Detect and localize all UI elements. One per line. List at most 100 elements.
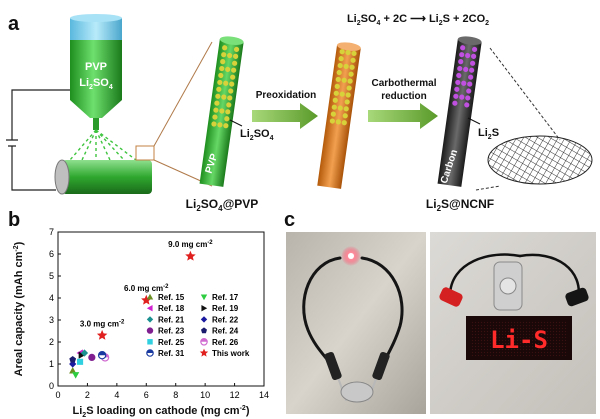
particle [333,90,339,96]
particle [471,46,478,53]
spinneret-cone [70,100,122,118]
particle [217,122,223,128]
particle [453,93,459,99]
particle [223,123,229,129]
particle [211,121,217,127]
y-tick-label: 3 [49,315,54,325]
particle [463,66,469,72]
particle [337,62,343,69]
y-tick-label: 6 [49,249,54,259]
spinneret-body [70,40,122,100]
legend-label: Ref. 24 [212,327,239,336]
particle [464,102,470,108]
particle [465,95,471,101]
particle [459,94,465,100]
legend-marker [201,305,208,312]
legend-label: Ref. 26 [212,338,239,347]
data-point [141,294,152,305]
data-point [77,358,84,365]
particle [218,72,224,79]
fiber3-end [457,36,482,45]
photo-badge-demo: Li-S [430,232,596,414]
product-label-li2so4-pvp: Li2SO4@PVP [186,197,259,213]
particle [215,93,221,99]
particle [232,53,239,59]
particle [338,56,344,62]
particle [461,80,467,86]
legend-marker [146,293,154,300]
electrospinning-setup: PVP Li2SO4 [6,14,155,195]
legend-label: Ref. 21 [158,315,185,324]
particle [330,111,336,117]
particle [337,105,343,111]
product-label-li2s-ncnf: Li2S@NCNF [426,197,494,213]
y-tick-label: 4 [49,293,54,303]
data-label: 6.0 mg cm-2 [124,284,169,293]
legend-marker [146,316,154,323]
particle [231,67,237,73]
data-point [80,349,89,357]
step1-label: Preoxidation [256,90,317,101]
particle [457,65,463,72]
legend-label: This work [212,349,250,358]
particle [456,72,462,79]
spinneret-solution-top [70,18,122,40]
particle [339,49,345,55]
x-tick-label: 8 [173,390,178,400]
particle [212,114,218,120]
plot-area [57,231,265,387]
legend-label: Ref. 15 [158,293,185,302]
legend-label: Ref. 25 [158,338,185,347]
particle [345,49,351,56]
particle [331,104,337,110]
particle [225,109,231,115]
led-bulb [348,253,354,259]
legend-marker [199,348,209,357]
particle [343,63,349,70]
particle [467,81,473,87]
fiber1-particle-label: Li2SO4 [240,128,274,142]
clip-black [565,287,589,307]
panel-label-a: a [8,13,20,35]
x-tick-label: 14 [259,390,269,400]
fiber3-particle-label: Li2S [478,127,499,141]
spinneret-needle [93,118,99,130]
particle [458,59,464,65]
legend-marker-fill [146,349,154,353]
x-tick-label: 6 [144,390,149,400]
particle [219,108,225,114]
badge-led-matrix [470,320,568,356]
clip-left [324,351,342,381]
particle [347,78,353,84]
particle [341,77,347,83]
particle [332,97,338,103]
particle [341,120,347,126]
particle [335,119,341,125]
x-tick-label: 2 [85,390,90,400]
fiber1-pointer [229,119,243,127]
particle [466,88,472,94]
x-tick-label: 0 [55,390,60,400]
y-tick-label: 1 [49,359,54,369]
legend-label: Ref. 23 [158,327,185,336]
chart-annotations: 3.0 mg cm-26.0 mg cm-29.0 mg cm-2 [80,240,213,328]
legend-marker [146,327,154,334]
particle [336,69,342,76]
arrow-preoxidation: Preoxidation [252,90,318,129]
particle [221,94,227,100]
particle [344,99,350,105]
particle [227,95,233,101]
particle [345,92,351,98]
particle [225,66,231,72]
particle [222,45,228,51]
particle [224,116,230,122]
y-tick-label: 0 [49,381,54,391]
particle [469,67,475,73]
legend-label: Ref. 19 [212,304,239,313]
legend-label: Ref. 31 [158,349,185,358]
coin-cell [499,277,517,295]
fiber-preoxidized [317,42,361,189]
photo-led-demo [286,232,426,414]
legend-label: Ref. 18 [158,304,185,313]
